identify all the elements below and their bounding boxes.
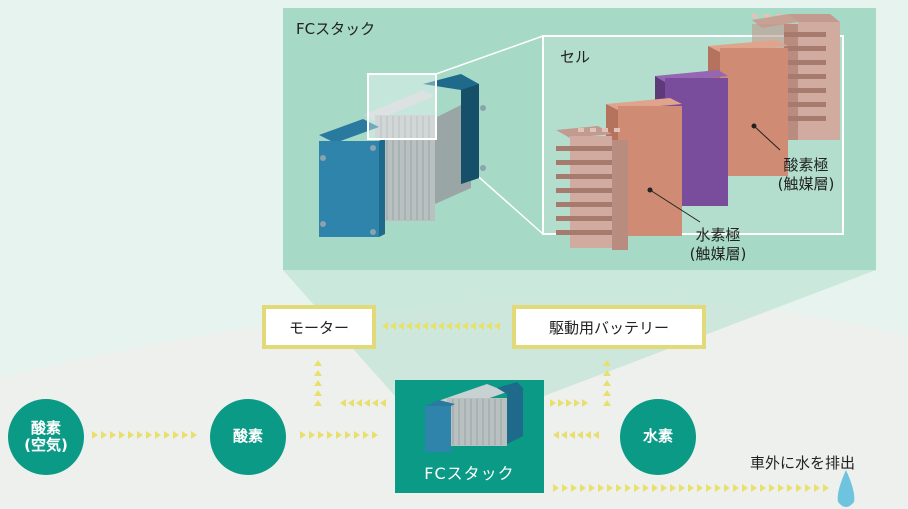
fc-stack-panel-title: FCスタック (296, 20, 376, 38)
cell-panel-title: セル (560, 48, 591, 66)
zoom-window (367, 73, 437, 140)
hydrogen-node: 水素 (620, 399, 696, 475)
hydrogen-electrode-label: 水素極 (触媒層) (689, 226, 747, 263)
separator-plate-left (556, 126, 628, 250)
leader-hydrogen (649, 189, 701, 223)
battery-box: 駆動用バッテリー (512, 305, 706, 349)
fc-stack-icon (425, 382, 523, 452)
arrow-stack-to-motor (314, 360, 386, 407)
flow-arrows (92, 322, 829, 492)
motor-box: モーター (262, 305, 376, 349)
arrow-oxygen-to-stack (300, 431, 378, 439)
oxygen-air-node: 酸素 (空気) (8, 399, 84, 475)
oxygen-electrode-label: 酸素極 (触媒層) (777, 156, 835, 193)
zoom-line-top (435, 35, 544, 75)
leader-oxygen (753, 125, 781, 151)
oxygen-node: 酸素 (210, 399, 286, 475)
arrow-battery-to-motor (382, 322, 500, 330)
fc-stack-label: FCスタック (424, 464, 515, 483)
water-out-label: 車外に水を排出 (750, 454, 856, 472)
arrow-hydrogen-to-stack (553, 431, 599, 439)
arrow-water-out (553, 484, 829, 492)
arrow-air-to-oxygen (92, 431, 197, 439)
fc-stack-illustration (319, 74, 486, 237)
water-drop-icon (837, 470, 855, 507)
arrow-stack-to-battery (550, 360, 611, 407)
fc-stack-box (395, 380, 544, 493)
